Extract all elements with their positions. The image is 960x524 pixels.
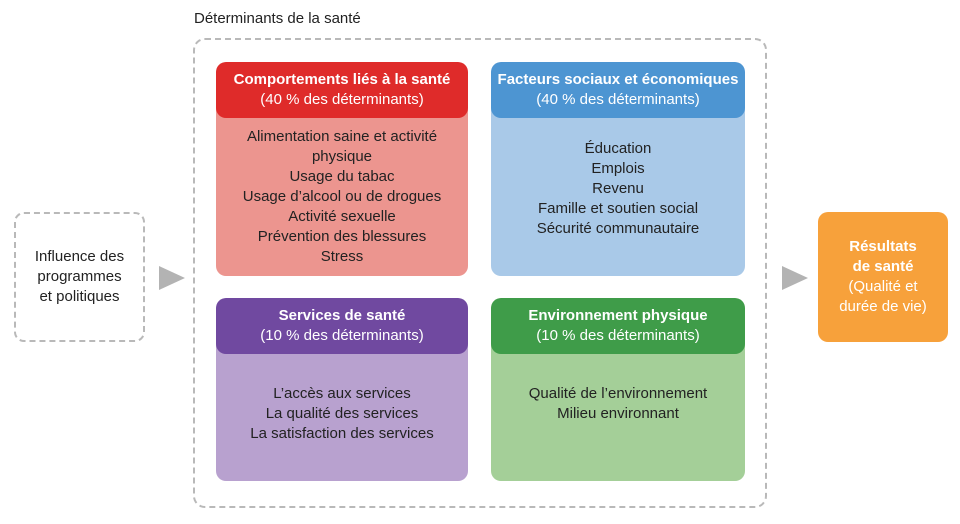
arrow-right-icon xyxy=(159,266,185,290)
card-header: Environnement physique (10 % des détermi… xyxy=(491,298,745,354)
list-item: Usage du tabac xyxy=(289,168,395,185)
card-header: Comportements liés à la santé (40 % des … xyxy=(216,62,468,118)
card-body: Alimentation saine et activité physique … xyxy=(216,126,468,268)
card-title: Facteurs sociaux et économiques xyxy=(497,71,739,88)
card-health-behaviours: Comportements liés à la santé (40 % des … xyxy=(216,62,468,276)
card-title: Comportements liés à la santé xyxy=(233,71,451,88)
list-item: Qualité de l’environnement xyxy=(528,384,708,402)
card-body: L’accès aux services La qualité des serv… xyxy=(216,366,468,461)
card-health-services: Services de santé (10 % des déterminants… xyxy=(216,298,468,481)
list-item: Stress xyxy=(320,248,364,265)
card-physical-environment: Environnement physique (10 % des détermi… xyxy=(491,298,745,481)
card-title: Services de santé xyxy=(278,307,406,324)
determinants-frame-title: Déterminants de la santé xyxy=(194,10,361,27)
determinants-frame xyxy=(193,38,767,508)
list-item: Revenu xyxy=(592,180,644,197)
list-item: Emplois xyxy=(591,160,645,177)
list-item: physique xyxy=(311,148,373,165)
card-subtitle: (10 % des déterminants) xyxy=(260,327,424,344)
list-item: La satisfaction des services xyxy=(250,424,434,442)
card-social-economic: Facteurs sociaux et économiques (40 % de… xyxy=(491,62,745,276)
card-body: Éducation Emplois Revenu Famille et sout… xyxy=(491,132,745,246)
list-item: Famille et soutien social xyxy=(537,200,699,217)
card-subtitle: (10 % des déterminants) xyxy=(536,327,700,344)
list-item: La qualité des services xyxy=(265,404,419,422)
list-item: Prévention des blessures xyxy=(257,228,427,245)
list-item: Usage d’alcool ou de drogues xyxy=(242,188,442,205)
arrow-right-icon xyxy=(782,266,808,290)
health-results-box: Résultats de santé (Qualité et durée de … xyxy=(818,212,948,342)
card-subtitle: (40 % des déterminants) xyxy=(260,91,424,108)
list-item: Milieu environnant xyxy=(557,404,679,422)
result-subtitle: (Qualité et durée de vie) xyxy=(839,278,927,315)
influence-box: Influence des programmes et politiques xyxy=(14,212,145,342)
list-item: L’accès aux services xyxy=(273,384,411,402)
card-subtitle: (40 % des déterminants) xyxy=(536,91,700,108)
card-header: Facteurs sociaux et économiques (40 % de… xyxy=(491,62,745,118)
list-item: Sécurité communautaire xyxy=(536,220,700,237)
result-title: Résultats de santé xyxy=(849,238,917,275)
card-body: Qualité de l’environnement Milieu enviro… xyxy=(491,366,745,441)
list-item: Éducation xyxy=(584,140,652,157)
list-item: Alimentation saine et activité xyxy=(246,128,438,145)
card-title: Environnement physique xyxy=(528,307,708,324)
list-item: Activité sexuelle xyxy=(288,208,396,225)
card-header: Services de santé (10 % des déterminants… xyxy=(216,298,468,354)
